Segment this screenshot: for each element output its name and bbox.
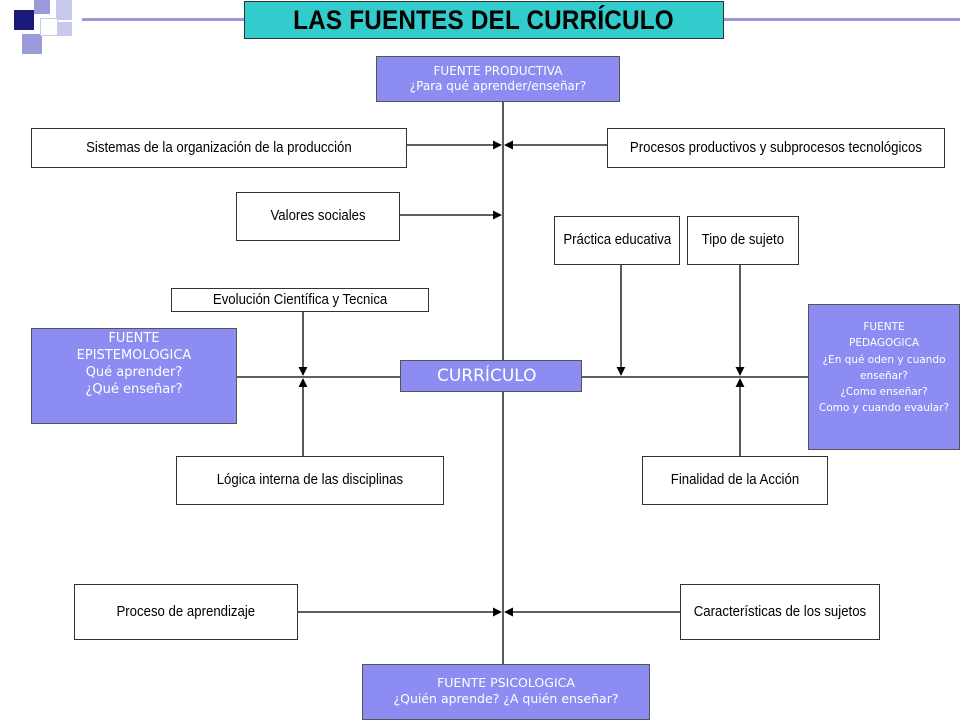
page-title: LAS FUENTES DEL CURRÍCULO xyxy=(244,1,724,39)
valores-sociales-box: Valores sociales xyxy=(236,192,400,241)
evolucion-box: Evolución Científica y Tecnica xyxy=(171,288,429,312)
fuente-pedagogica-question-1: ¿En qué oden y cuando xyxy=(822,353,946,366)
fuente-psicologica-box: FUENTE PSICOLOGICA ¿Quién aprende? ¿A qu… xyxy=(362,664,650,720)
fuente-pedagogica-question-2: ¿Como enseñar? xyxy=(840,386,928,399)
fuente-epistemologica-question-2: ¿Qué enseñar? xyxy=(85,381,183,397)
title-band-left xyxy=(82,18,244,21)
fuente-pedagogica-box: FUENTE PEDAGOGICA ¿En qué oden y cuando … xyxy=(808,304,960,450)
fuente-pedagogica-label-2: PEDAGOGICA xyxy=(848,337,919,350)
fuente-psicologica-question: ¿Quién aprende? ¿A quién enseñar? xyxy=(393,691,619,707)
title-band-right xyxy=(724,18,960,21)
fuente-epistemologica-label: FUENTE xyxy=(108,331,160,346)
sistemas-box: Sistemas de la organización de la produc… xyxy=(31,128,407,168)
fuente-productiva-question: ¿Para qué aprender/enseñar? xyxy=(409,79,587,93)
practica-educativa-box: Práctica educativa xyxy=(554,216,680,265)
procesos-productivos-box: Procesos productivos y subprocesos tecno… xyxy=(607,128,945,168)
logica-interna-box: Lógica interna de las disciplinas xyxy=(176,456,444,505)
caracteristicas-sujetos-box: Características de los sujetos xyxy=(680,584,880,640)
fuente-productiva-box: FUENTE PRODUCTIVA ¿Para qué aprender/ens… xyxy=(376,56,620,102)
curriculo-box: CURRÍCULO xyxy=(400,360,582,392)
fuente-epistemologica-box: FUENTE EPISTEMOLOGICA Qué aprender? ¿Qué… xyxy=(31,328,237,424)
finalidad-accion-box: Finalidad de la Acción xyxy=(642,456,828,505)
fuente-pedagogica-question-3: Como y cuando evaular? xyxy=(818,402,950,415)
fuente-psicologica-label: FUENTE PSICOLOGICA xyxy=(437,675,575,690)
fuente-epistemologica-label-2: EPISTEMOLOGICA xyxy=(76,347,192,363)
squares-logo-icon xyxy=(0,0,80,60)
proceso-aprendizaje-box: Proceso de aprendizaje xyxy=(74,584,298,640)
fuente-productiva-label: FUENTE PRODUCTIVA xyxy=(433,64,563,78)
fuente-pedagogica-question-1b: enseñar? xyxy=(859,369,909,382)
fuente-epistemologica-question-1: Qué aprender? xyxy=(85,364,183,380)
fuente-pedagogica-label: FUENTE xyxy=(863,321,905,333)
tipo-sujeto-box: Tipo de sujeto xyxy=(687,216,799,265)
